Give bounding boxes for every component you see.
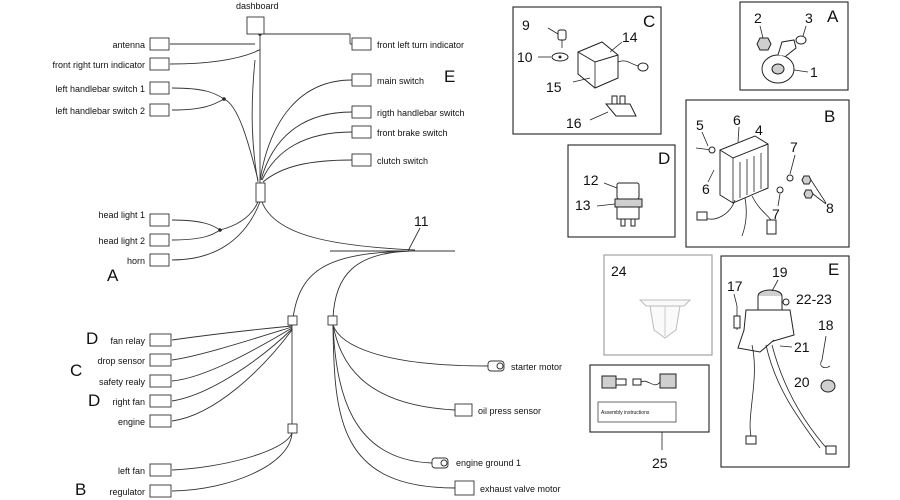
section-letter-a: A	[107, 266, 119, 285]
front-brake-connector	[351, 125, 372, 139]
harness-number: 11	[414, 213, 429, 229]
part-number-12: 12	[583, 172, 599, 188]
right-hb-connector	[351, 105, 372, 119]
part-number-18: 18	[818, 317, 834, 333]
label-left-hb-1: left handlebar switch 1	[55, 84, 145, 94]
front-right-turn-connector	[149, 57, 170, 71]
main-switch-connector	[351, 73, 372, 87]
section-letters: E A D C D B 11	[70, 67, 455, 499]
panel-c-letter: C	[643, 12, 655, 31]
part-number-6a: 6	[733, 112, 741, 128]
part-number-17: 17	[727, 278, 743, 294]
label-left-fan: left fan	[118, 466, 145, 476]
label-main-switch: main switch	[377, 76, 424, 86]
label-safety-relay: safety realy	[99, 377, 146, 387]
label-right-hb: rigth handlebar switch	[377, 108, 465, 118]
label-head-light-2: head light 2	[98, 236, 145, 246]
part-number-24: 24	[611, 263, 627, 279]
clutch-connector	[351, 153, 372, 167]
connector-boxes	[149, 16, 505, 498]
panel-25: Assembly instructions 25	[589, 364, 710, 471]
part-number-22-23: 22-23	[796, 291, 832, 307]
part-number-14: 14	[622, 29, 638, 45]
label-engine: engine	[118, 417, 145, 427]
part-number-10: 10	[517, 49, 533, 65]
panel-24: 24	[603, 254, 713, 356]
panel-b-letter: B	[824, 107, 835, 126]
part-number-7b: 7	[772, 206, 780, 222]
label-fan-relay: fan relay	[110, 336, 145, 346]
right-fan-connector	[149, 394, 172, 408]
part-number-21: 21	[794, 339, 810, 355]
front-left-turn-connector	[351, 37, 372, 51]
label-clutch: clutch switch	[377, 156, 428, 166]
drop-sensor-connector	[149, 353, 172, 367]
label-head-light-1: head light 1	[98, 210, 145, 220]
part-number-20: 20	[794, 374, 810, 390]
panel-c: C 9 10 15 14 16	[512, 6, 662, 135]
part-number-9: 9	[522, 17, 530, 33]
part-number-2: 2	[754, 10, 762, 26]
part-number-3: 3	[805, 10, 813, 26]
label-regulator: regulator	[109, 487, 145, 497]
part-number-1: 1	[810, 64, 818, 80]
fan-relay-connector	[149, 333, 172, 347]
label-engine-ground: engine ground 1	[456, 458, 521, 468]
label-right-fan: right fan	[112, 397, 145, 407]
label-antenna: antenna	[112, 40, 145, 50]
left-hb-1-connector	[149, 81, 170, 95]
label-left-hb-2: left handlebar switch 2	[55, 106, 145, 116]
part-number-8: 8	[826, 200, 834, 216]
section-letter-e: E	[444, 67, 455, 86]
panel-b: B 5 6 6 4 7 7 8	[685, 99, 850, 248]
part-number-4: 4	[755, 122, 763, 138]
exhaust-valve-connector	[454, 480, 475, 496]
oil-press-connector	[454, 403, 473, 417]
label-starter-motor: starter motor	[511, 362, 562, 372]
section-letter-d-2: D	[88, 391, 100, 410]
antenna-connector	[149, 37, 170, 51]
assembly-instructions-sheet	[597, 401, 677, 423]
left-hb-2-connector	[149, 103, 170, 117]
panel-d-letter: D	[658, 149, 670, 168]
label-front-brake: front brake switch	[377, 128, 448, 138]
part-number-13: 13	[575, 197, 591, 213]
assembly-instructions-label: Assembly instructions	[601, 410, 650, 416]
part-number-16: 16	[566, 115, 582, 131]
panel-e-letter: E	[828, 260, 839, 279]
label-horn: horn	[127, 256, 145, 266]
label-exhaust-valve: exhaust valve motor	[480, 484, 561, 494]
harness-wires	[169, 32, 489, 492]
label-front-right-turn: front right turn indicator	[52, 60, 145, 70]
connector-labels: dashboard antenna front right turn indic…	[52, 1, 562, 497]
section-letter-b: B	[75, 480, 86, 499]
label-drop-sensor: drop sensor	[97, 356, 145, 366]
panel-a: A 2 3 1	[739, 1, 849, 91]
label-oil-press: oil press sensor	[478, 406, 541, 416]
panel-a-letter: A	[827, 7, 839, 26]
panel-d: D 12 13	[567, 144, 676, 238]
dashboard-connector	[246, 16, 265, 35]
head-light-2-connector	[149, 233, 170, 247]
part-number-7a: 7	[790, 139, 798, 155]
horn-connector	[149, 253, 170, 267]
head-light-1-connector	[149, 213, 170, 227]
panel-e: E 17 19 22-23 18 21 20	[720, 255, 850, 468]
part-number-6b: 6	[702, 181, 710, 197]
section-letter-d-1: D	[86, 329, 98, 348]
part-number-25: 25	[652, 455, 668, 471]
regulator-connector	[149, 484, 172, 498]
part-number-5: 5	[696, 117, 704, 133]
part-number-15: 15	[546, 79, 562, 95]
safety-relay-connector	[149, 374, 172, 388]
engine-connector	[149, 414, 172, 428]
left-fan-connector	[149, 463, 172, 477]
label-dashboard: dashboard	[236, 1, 279, 11]
section-letter-c: C	[70, 361, 82, 380]
part-number-19: 19	[772, 264, 788, 280]
label-front-left-turn: front left turn indicator	[377, 40, 464, 50]
